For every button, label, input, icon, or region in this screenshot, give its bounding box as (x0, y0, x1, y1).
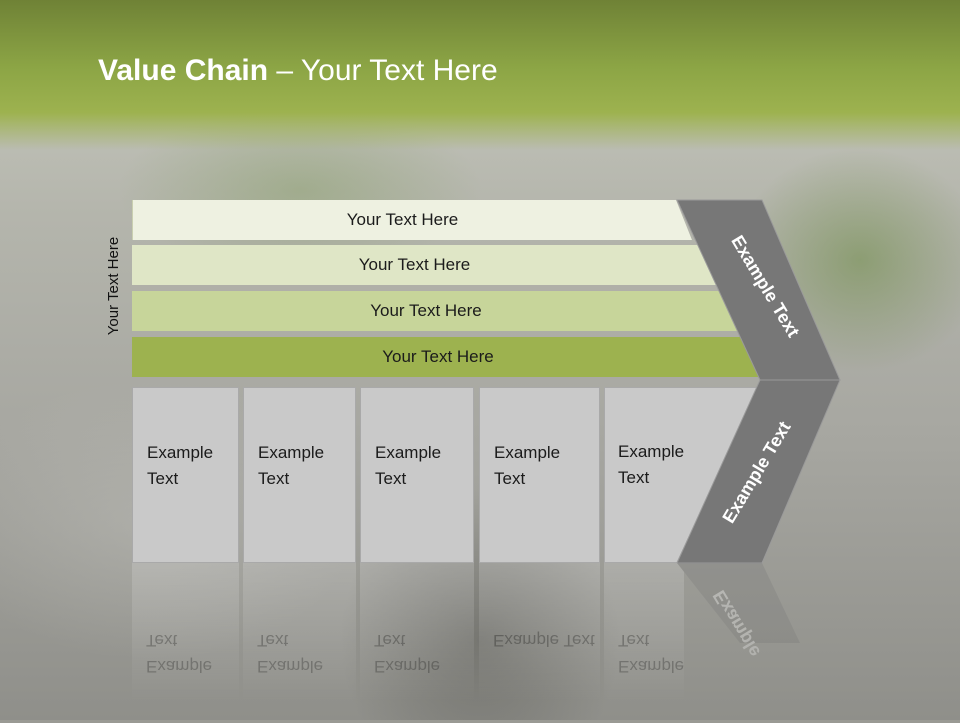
support-band-4-label: Your Text Here (382, 347, 494, 366)
primary-box-2: Example Text (243, 387, 356, 563)
title-bold: Value Chain (98, 54, 269, 87)
support-band-4: Your Text Here (132, 337, 764, 377)
primary-box-1-label: Example Text (147, 443, 214, 488)
support-band-3: Your Text Here (132, 291, 740, 331)
support-band-3-label: Your Text Here (370, 301, 482, 320)
support-band-1-label: Your Text Here (346, 210, 459, 229)
primary-box-4-label: Example Text (494, 443, 561, 488)
header-bar (0, 0, 960, 150)
chevron-bottom-arm (676, 379, 841, 564)
slide-title: Value Chain – Your Text Here (98, 54, 498, 88)
primary-box-5-label: Example Text (618, 442, 685, 487)
primary-box-4: Example Text (479, 387, 600, 563)
support-band-1: Your Text Here (132, 200, 692, 240)
title-rest: – Your Text Here (268, 54, 498, 87)
primary-box-3-label: Example Text (375, 443, 442, 488)
support-band-2-label: Your Text Here (358, 255, 471, 274)
primary-box-3: Example Text (360, 387, 474, 563)
primary-box-5: Example Text (604, 387, 760, 563)
primary-box-2-label: Example Text (258, 443, 325, 488)
primary-box-1: Example Text (132, 387, 239, 563)
support-band-2: Your Text Here (132, 245, 717, 285)
